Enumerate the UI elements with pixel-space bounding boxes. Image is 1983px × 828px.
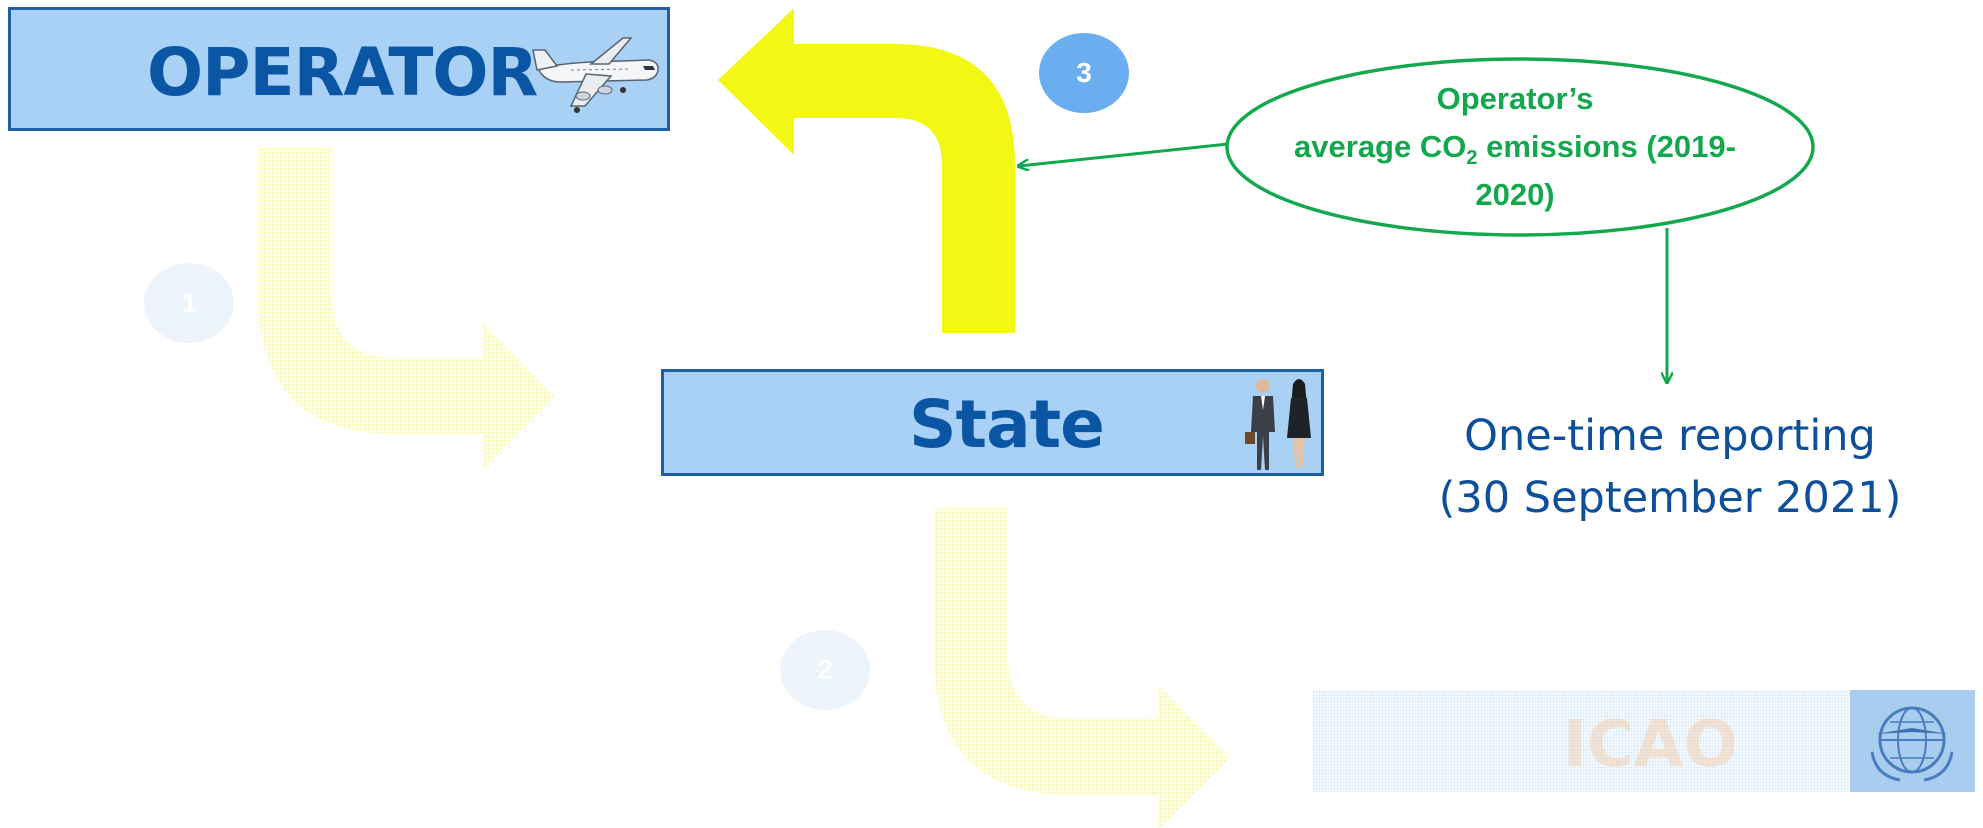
callout-connector	[1019, 142, 1229, 166]
operator-label: OPERATOR	[147, 34, 538, 111]
step-badge-3: 3	[1039, 33, 1129, 113]
business-people-icon	[1239, 376, 1321, 477]
step-badge-1: 1	[144, 263, 234, 343]
callout-line-2-pre: average CO	[1294, 129, 1467, 164]
callout-text: Operator’s average CO2 emissions (2019- …	[1250, 75, 1780, 219]
callout-line-2-post: emissions (2019-	[1477, 129, 1736, 164]
callout-line-3: 2020)	[1475, 177, 1555, 212]
flow-arrow-state-to-icao	[934, 508, 1230, 828]
step-badge-2: 2	[780, 630, 870, 710]
state-label: State	[909, 386, 1105, 463]
airplane-icon	[531, 28, 661, 121]
reporting-line-2: (30 September 2021)	[1438, 473, 1902, 523]
operator-box: OPERATOR	[8, 7, 670, 131]
icao-label: ICAO	[1563, 708, 1738, 782]
icao-box: ICAO	[1313, 690, 1975, 792]
callout-line-2: average CO2 emissions (2019-	[1250, 123, 1780, 171]
reporting-line-1: One-time reporting	[1464, 411, 1876, 461]
flow-arrow-state-to-operator	[718, 8, 1015, 333]
callout-line-2-sub: 2	[1466, 147, 1478, 170]
state-box: State	[661, 369, 1324, 476]
reporting-text: One-time reporting (30 September 2021)	[1400, 405, 1940, 529]
icao-emblem-icon	[1850, 690, 1975, 792]
callout-ellipse	[1225, 57, 1815, 237]
flow-arrow-operator-to-state	[258, 148, 555, 470]
callout-line-1: Operator’s	[1436, 81, 1594, 116]
